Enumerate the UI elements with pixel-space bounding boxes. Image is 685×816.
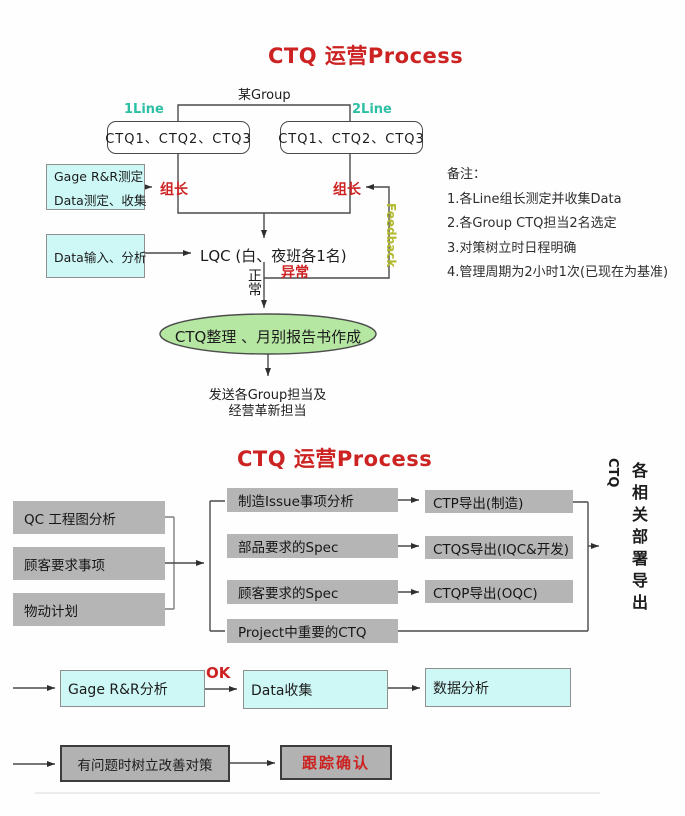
lqc-label: LQC (白、夜班各1名) — [200, 247, 347, 265]
line2-label: 2Line — [352, 102, 392, 117]
gage-measure-line2: Data测定、收集 — [54, 192, 147, 208]
gage-measure-line1: Gage R&R测定 — [54, 168, 144, 184]
vertical-ctq-label: CTQ — [605, 458, 620, 488]
output-box-ctp: CTP导出(制造) — [425, 490, 573, 513]
send-label-line2: 经营革新担当 — [228, 404, 307, 419]
input-box-qc-analysis: QC 工程图分析 — [13, 501, 165, 534]
ok-label: OK — [206, 664, 231, 682]
top-title: CTQ 运营Process — [268, 44, 464, 68]
mid-box-part-spec: 部品要求的Spec — [227, 534, 398, 558]
input-box-logistics-plan: 物动计划 — [13, 593, 165, 626]
mid-box-customer-spec: 顾客要求的Spec — [227, 580, 398, 604]
notes-block: 备注： 1.各Line组长测定并收集Data 2.各Group CTQ担当2名选… — [447, 163, 668, 286]
feedback-loop — [264, 184, 390, 279]
mid-bracket — [209, 500, 225, 632]
normal-label: 正常 — [246, 268, 262, 296]
flow1-data-collect-label: Data收集 — [251, 682, 313, 699]
input-box-customer-req: 顾客要求事项 — [13, 547, 165, 580]
output-box-ctqs: CTQS导出(IQC&开发) — [425, 536, 573, 559]
flow1-data-collect-box: Data收集 — [243, 670, 388, 709]
leader-right-label: 组长 — [333, 182, 361, 198]
note-item-4: 4.管理周期为2小时1次(已现在为基准) — [447, 265, 669, 280]
ellipse-label: CTQ整理 、月别报告书作成 — [174, 328, 362, 346]
flow1-gage-box: Gage R&R分析 — [60, 670, 205, 707]
send-label-line1: 发送各Group担当及 — [208, 388, 327, 403]
bottom-divider — [35, 792, 600, 794]
gage-measure-box: Gage R&R测定 Data测定、收集 — [46, 164, 147, 210]
notes-heading: 备注： — [447, 167, 487, 182]
vertical-dept-label: 各相关部署导出 — [629, 462, 648, 616]
bottom-title: CTQ 运营Process — [237, 447, 433, 471]
leader-bracket — [177, 152, 351, 214]
group-bracket-top — [177, 104, 351, 122]
feedback-label: Feedback — [384, 203, 398, 268]
data-input-label: Data输入、分析 — [54, 249, 147, 265]
data-input-box: Data输入、分析 — [46, 234, 147, 278]
abnormal-label: 异常 — [281, 265, 309, 281]
note-item-2: 2.各Group CTQ担当2名选定 — [447, 216, 617, 231]
flow2-track-box: 跟踪确认 — [280, 745, 392, 780]
line1-label: 1Line — [124, 102, 164, 117]
flow1-data-analysis-label: 数据分析 — [433, 680, 489, 697]
leader-left-label: 组长 — [160, 182, 188, 198]
right-merge-bracket — [398, 501, 589, 632]
flow2-problem-box: 有问题时树立改善对策 — [60, 745, 230, 782]
send-label: 发送各Group担当及 经营革新担当 — [200, 388, 335, 420]
output-box-ctqp: CTQP导出(OQC) — [425, 580, 573, 603]
mid-box-mfg-issue: 制造Issue事项分析 — [227, 488, 398, 512]
ctq-box-line1: CTQ1、CTQ2、CTQ3 — [105, 121, 251, 154]
note-item-3: 3.对策树立时日程明确 — [447, 240, 577, 256]
mid-box-project-ctq: Project中重要的CTQ — [227, 619, 398, 643]
summary-ellipse — [159, 313, 377, 355]
note-item-1: 1.各Line组长测定并收集Data — [447, 191, 622, 207]
ctq-box-line2: CTQ1、CTQ2、CTQ3 — [278, 121, 424, 154]
flow1-gage-label: Gage R&R分析 — [68, 681, 168, 698]
group-label: 某Group — [238, 88, 291, 103]
flow1-data-analysis-box: 数据分析 — [425, 668, 571, 707]
